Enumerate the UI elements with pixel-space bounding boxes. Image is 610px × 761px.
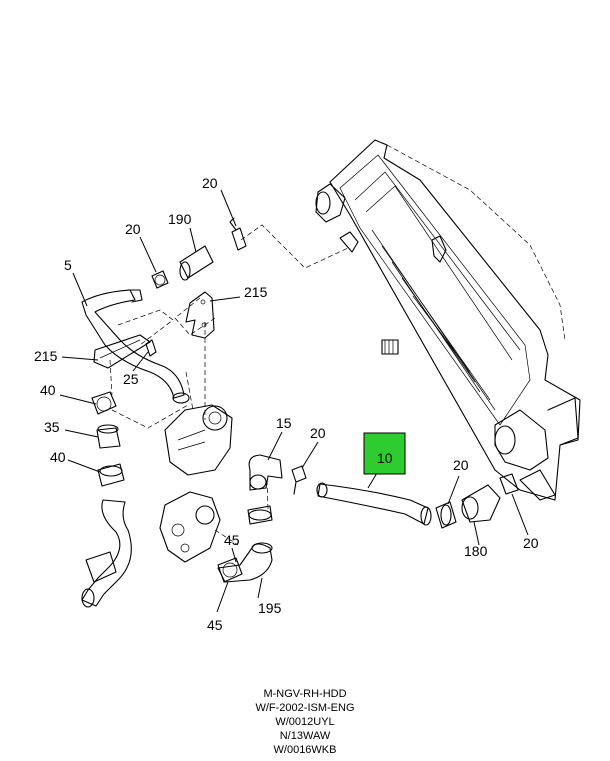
lower-right-hoses (435, 473, 519, 529)
highlight-box[interactable] (363, 432, 406, 475)
footer-line: M-NGV-RH-HDD (263, 688, 347, 700)
callout-190: 190 (168, 211, 192, 227)
callout-15: 15 (276, 415, 292, 431)
callout-40: 40 (40, 382, 56, 398)
upper-hose-group (81, 217, 247, 404)
footer-line: W/F-2002-ISM-ENG (255, 702, 355, 714)
callout-195: 195 (258, 600, 282, 616)
radiator-cooler-assembly (315, 139, 581, 501)
callout-180: 180 (464, 543, 488, 559)
callout-25: 25 (123, 371, 139, 387)
footer-line: N/13WAW (279, 730, 331, 742)
callout-40: 40 (50, 449, 66, 465)
lower-middle-hoses (217, 454, 307, 583)
callout-45: 45 (224, 532, 240, 548)
hose-part-10[interactable] (316, 482, 432, 526)
callout-labels: 20 190 20 5 215 215 25 40 35 40 15 20 20… (34, 175, 539, 633)
callout-215: 215 (34, 348, 58, 364)
callout-5: 5 (64, 257, 72, 273)
callout-20: 20 (125, 221, 141, 237)
footer-line: W/0012UYL (275, 716, 335, 728)
routing-lines (109, 224, 349, 546)
callout-35: 35 (44, 419, 60, 435)
highlight-callout-10[interactable]: 10 (363, 432, 406, 475)
leader-lines (59, 189, 529, 613)
left-pipe-chain (81, 391, 132, 608)
callout-215: 215 (244, 284, 268, 300)
callout-20: 20 (453, 457, 469, 473)
footer-line: W/0016WKB (273, 744, 337, 756)
callout-20: 20 (310, 425, 326, 441)
drawing-footer: M-NGV-RH-HDD W/F-2002-ISM-ENG W/0012UYL … (200, 687, 410, 757)
highlight-label: 10 (377, 450, 393, 466)
pump-housing (159, 404, 233, 563)
callout-20: 20 (523, 535, 539, 551)
callout-20: 20 (202, 175, 218, 191)
callout-45: 45 (207, 617, 223, 633)
